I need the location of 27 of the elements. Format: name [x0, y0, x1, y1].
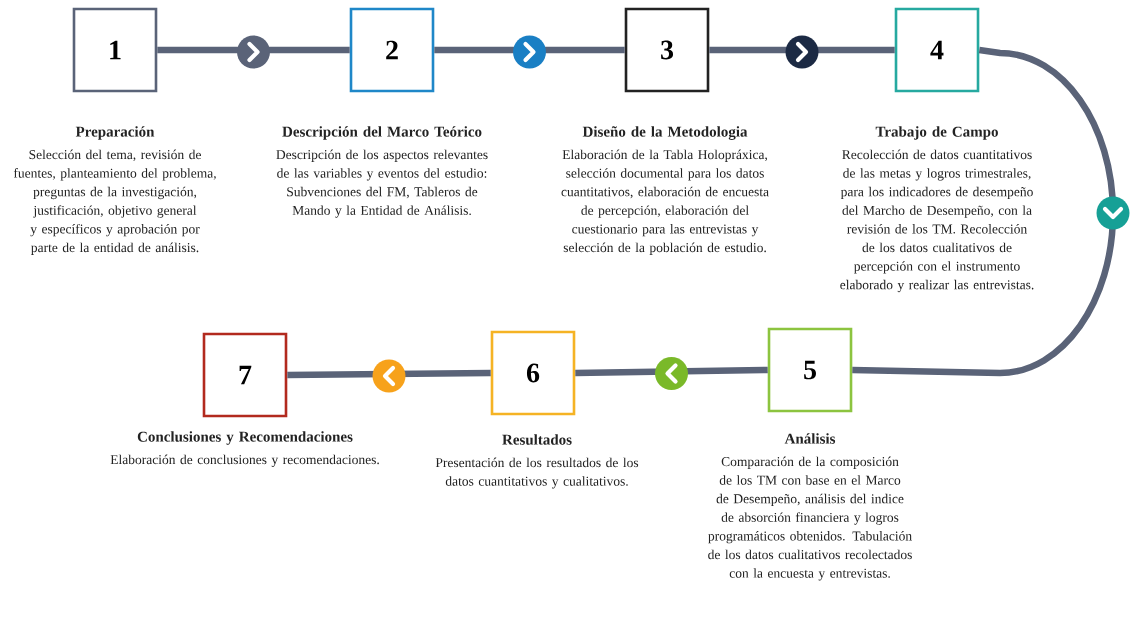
- step-description: Comparación de la composición de los TM con base en el Marco de Desempeño, análisis del indice de absorción financiera y logros programáticos obtenidos. Tabulación de los datos cualitativos recolectados con la encuesta y entrevistas.: [708, 456, 912, 581]
- arrow: [157, 35, 350, 69]
- step-description: Presentación de los resultados de los datos cuantitativos y cualitativos.: [435, 457, 639, 489]
- numbered-box: 4: [894, 7, 980, 93]
- step-description: Recolección de datos cuantitativos de las metas y logros trimestrales, para los indicadores de desempeño del Marcho de Desempeño, con la revisión de los TM. Recolección de los datos cualitativos de percepción con el instrumento elaborado y realizar las entrevistas.: [840, 149, 1034, 293]
- step-heading: Descripción del Marco Teórico: [282, 126, 482, 140]
- numbered-box: 2: [349, 7, 435, 93]
- numbered-box: 7: [202, 332, 288, 418]
- step-heading: Análisis: [784, 433, 836, 444]
- arrow: [575, 357, 768, 390]
- step-description: Descripción de los aspectos relevantes de las variables y eventos del estudio: Subvenciones del FM, Tableros de Mando y la Entidad de Análisis.: [276, 149, 488, 218]
- numbered-box: 6: [490, 330, 576, 416]
- numbered-box: 1: [72, 7, 158, 93]
- step-heading: Preparación: [75, 126, 155, 140]
- numbered-box: 3: [624, 7, 710, 93]
- arrow: [287, 359, 491, 393]
- numbered-box: 5: [767, 327, 853, 413]
- arrow: [434, 35, 625, 69]
- step-description: Elaboración de la Tabla Holopráxica, selección documental para los datos cuantitativos, elaboración de encuesta de percepción, elaboración del cuestionario para las entrevistas y selección de la población de estudio.: [561, 149, 769, 255]
- step-heading: Diseño de la Metodologia: [582, 126, 748, 140]
- step-heading: Conclusiones y Recomendaciones: [137, 431, 353, 445]
- arrow: [709, 35, 895, 69]
- step-description: Selección del tema, revisión de fuentes, planteamiento del problema, preguntas de la investigación, justificación, objetivo general y específicos y aprobación por parte de la entidad de análisis.: [13, 149, 216, 255]
- step-description: Elaboración de conclusiones y recomendaciones.: [110, 454, 379, 467]
- arrow: [852, 46, 1130, 377]
- step-heading: Resultados: [502, 434, 572, 445]
- step-heading: Trabajo de Campo: [875, 126, 998, 140]
